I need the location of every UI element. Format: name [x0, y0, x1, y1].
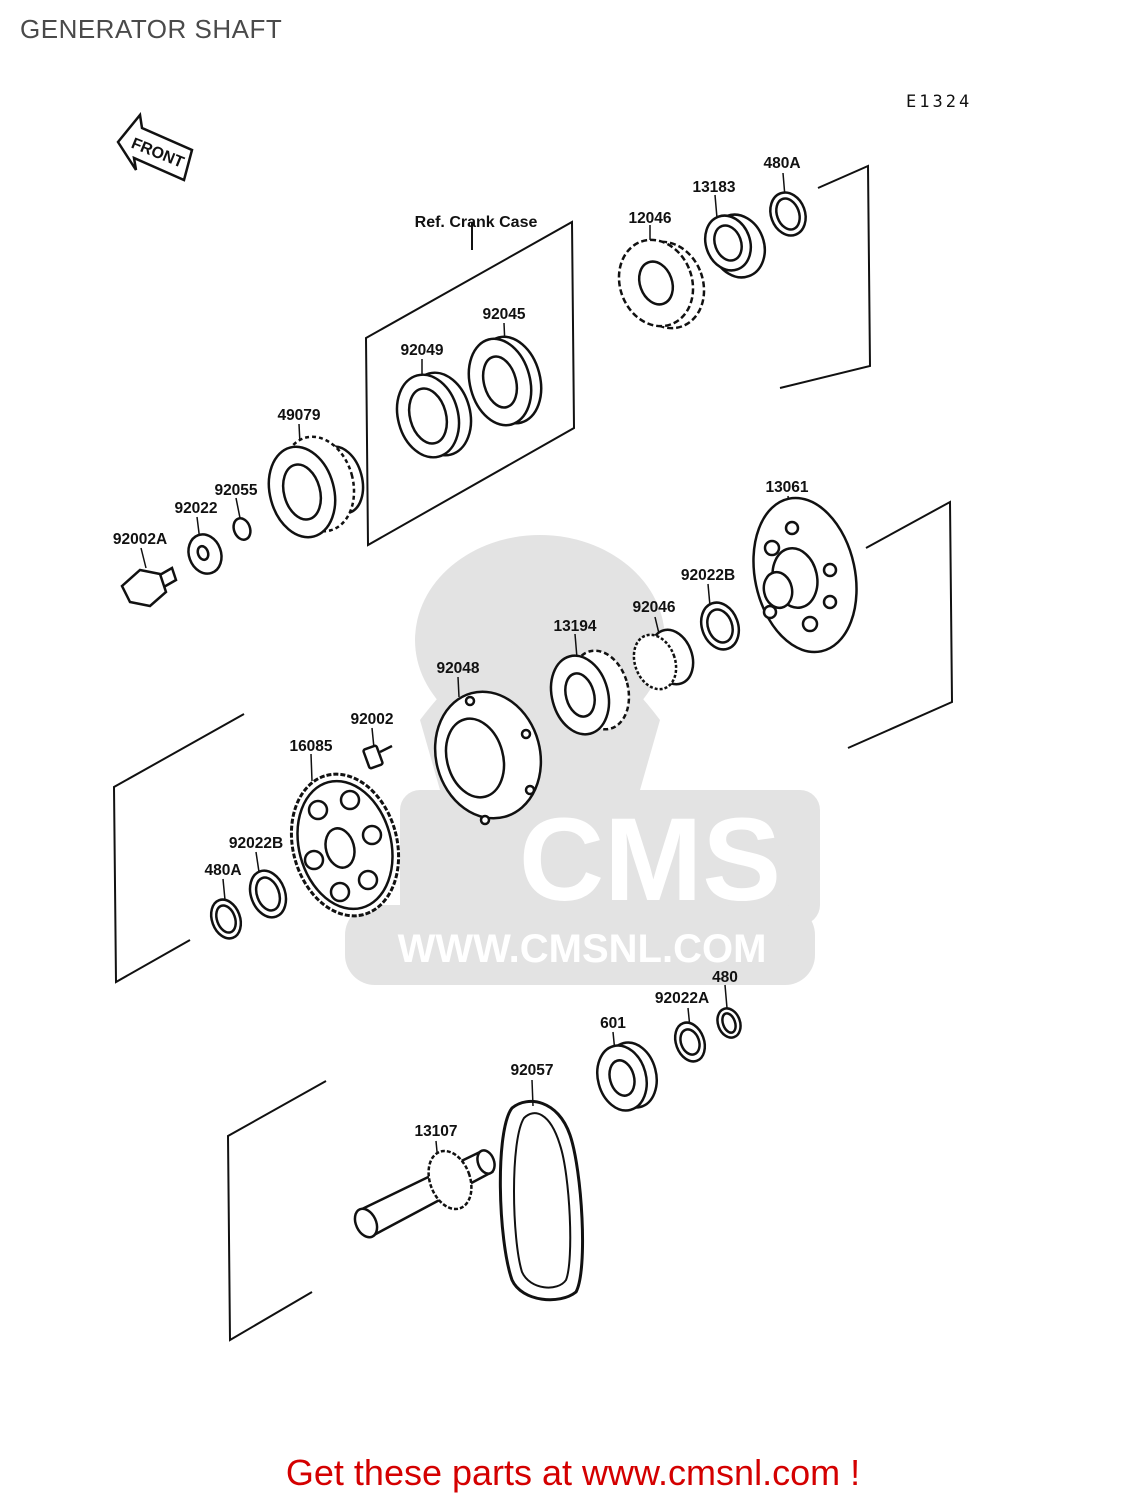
clutch-13194-icon [549, 649, 631, 736]
pulley-49079-icon [267, 435, 365, 539]
part-label-92022[interactable]: 92022 [174, 500, 218, 517]
bolt-92002-icon [362, 744, 393, 770]
part-label-13183[interactable]: 13183 [692, 179, 736, 196]
part-label-92022b-left[interactable]: 92022B [228, 835, 284, 852]
sprocket-12046-icon [617, 238, 706, 330]
o-ring-92055-icon [232, 517, 252, 541]
collar-13183-icon [703, 213, 767, 279]
bearing-92045-icon [467, 335, 543, 427]
footer-cta-link[interactable]: Get these parts at www.cmsnl.com ! [285, 1452, 861, 1493]
needle-bearing-92046-icon [632, 628, 695, 691]
part-label-92057[interactable]: 92057 [510, 1062, 554, 1079]
washer-92022a-icon [673, 1021, 707, 1063]
circlip-480-icon [716, 1007, 742, 1039]
part-label-16085[interactable]: 16085 [289, 738, 333, 755]
reference-frames [112, 164, 954, 1342]
part-label-480a-top[interactable]: 480A [763, 155, 801, 172]
part-label-13194[interactable]: 13194 [553, 618, 597, 635]
washer-92022b-left-icon [248, 869, 288, 919]
part-label-49079[interactable]: 49079 [277, 407, 321, 424]
circlip-480a-left-icon [209, 898, 243, 940]
part-label-480a-left[interactable]: 480A [204, 862, 242, 879]
part-label-92002a[interactable]: 92002A [112, 531, 168, 548]
part-label-601[interactable]: 601 [600, 1015, 626, 1032]
part-label-92046[interactable]: 92046 [632, 599, 676, 616]
part-label-92049[interactable]: 92049 [400, 342, 444, 359]
gear-16085-icon [289, 772, 401, 918]
ref-crank-case-label: Ref. Crank Case [414, 214, 538, 231]
bearing-601-icon [596, 1041, 658, 1112]
parts-drawings [120, 191, 858, 1302]
circlip-480a-top-icon [769, 191, 807, 237]
part-label-92002[interactable]: 92002 [350, 711, 394, 728]
chain-92057-icon [498, 1099, 585, 1302]
part-label-13107[interactable]: 13107 [414, 1123, 458, 1140]
part-label-92055[interactable]: 92055 [214, 482, 258, 499]
cms-watermark: CMS WWW.CMSNL.COM [345, 535, 820, 985]
shaft-13107-icon [353, 1149, 496, 1239]
part-label-12046[interactable]: 12046 [628, 210, 672, 227]
diagram-code: E1324 [906, 92, 973, 112]
washer-92022b-right-icon [699, 601, 741, 651]
part-label-92048[interactable]: 92048 [436, 660, 480, 677]
part-label-92045[interactable]: 92045 [482, 306, 526, 323]
part-label-13061[interactable]: 13061 [765, 479, 809, 496]
oil-seal-92049-icon [395, 371, 473, 459]
bolt-92002a-icon [120, 566, 178, 608]
part-label-92022b-right[interactable]: 92022B [680, 567, 736, 584]
front-arrow-icon: FRONT [116, 112, 194, 182]
hub-13061-icon [752, 496, 858, 654]
washer-92022-icon [187, 533, 223, 575]
watermark-url: WWW.CMSNL.COM [398, 927, 767, 971]
page-title: GENERATOR SHAFT [20, 14, 283, 44]
part-label-92022a[interactable]: 92022A [654, 990, 710, 1007]
gear-case-92048-icon [433, 690, 543, 826]
part-label-480[interactable]: 480 [712, 969, 738, 986]
watermark-brand: CMS [519, 794, 781, 926]
